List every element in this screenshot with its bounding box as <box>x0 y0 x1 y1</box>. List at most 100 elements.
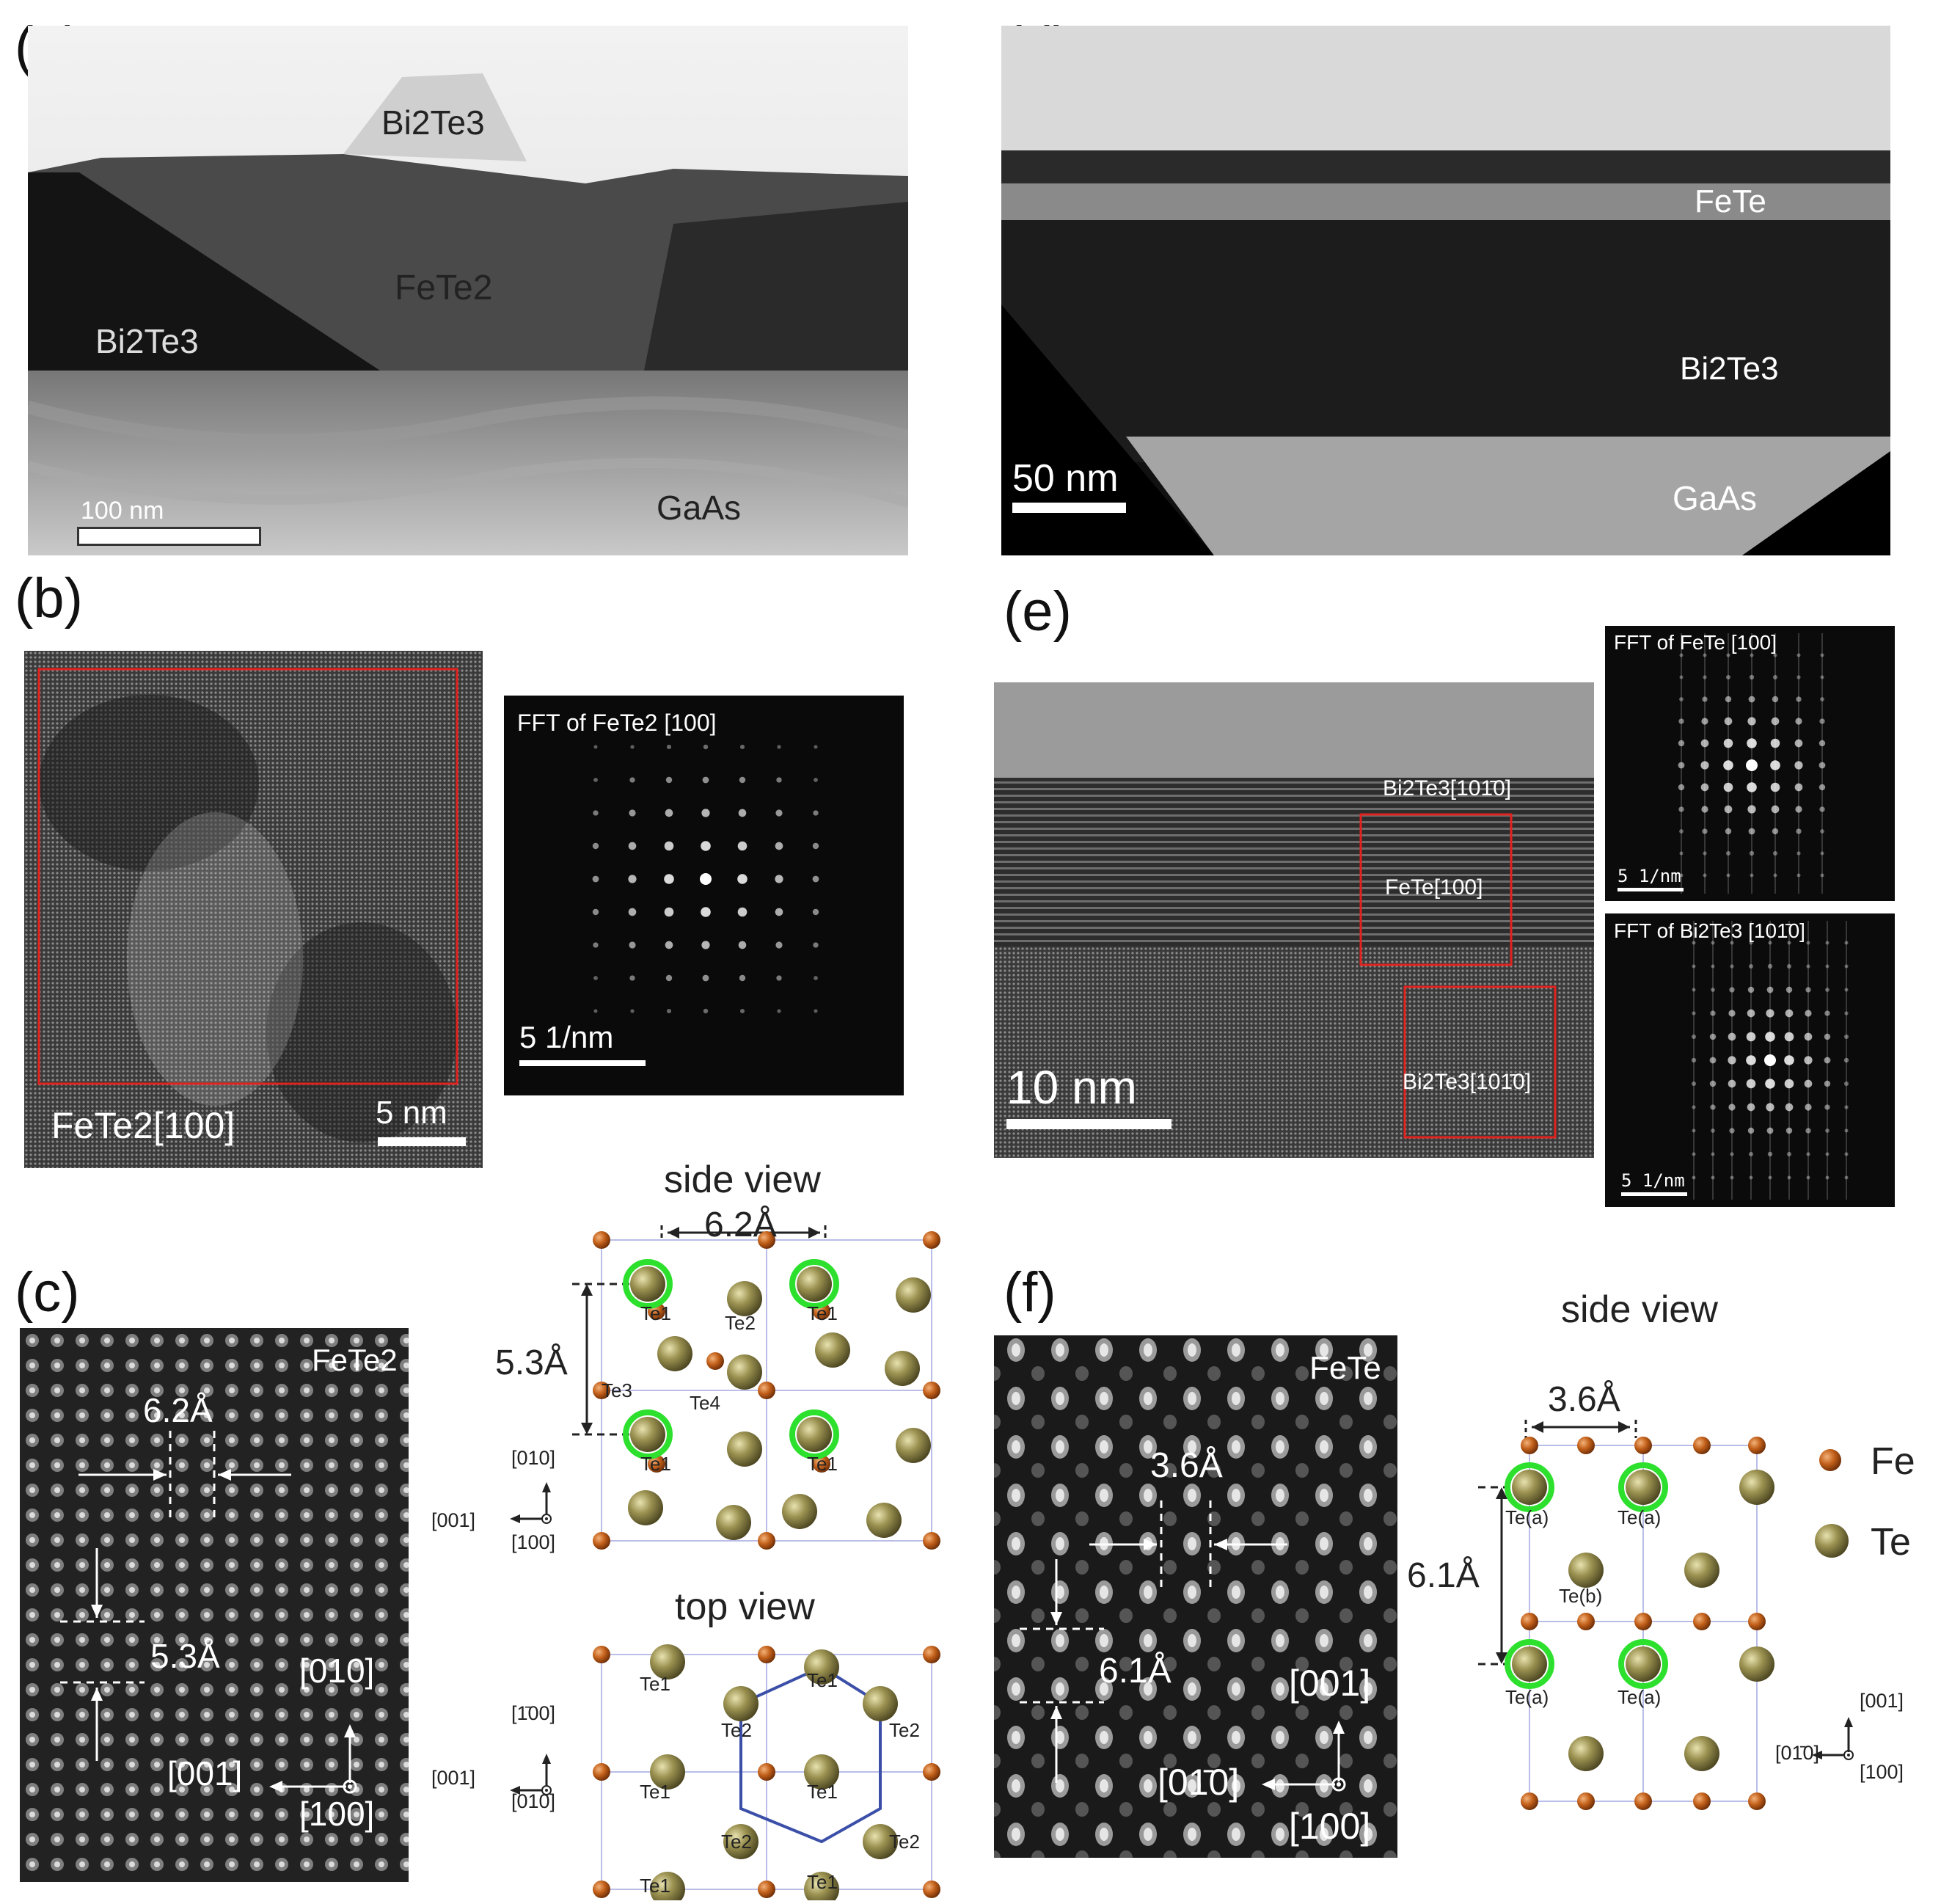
fe-atom <box>923 1532 940 1550</box>
image-title-c: FeTe2 <box>312 1343 398 1377</box>
diffraction-spot <box>739 744 745 750</box>
diffraction-spot <box>739 776 746 784</box>
diffraction-spot <box>1818 740 1826 747</box>
diffraction-spot <box>1843 1081 1849 1087</box>
diffraction-spot <box>1746 759 1758 771</box>
diffraction-spot <box>1711 1152 1715 1156</box>
te-atom <box>723 1686 759 1721</box>
diffraction-spot <box>775 941 783 949</box>
fe-atom <box>758 1231 775 1249</box>
diffraction-spot <box>1679 697 1684 701</box>
diffraction-spot <box>1785 1009 1794 1018</box>
te-atom <box>1568 1736 1604 1771</box>
diffraction-spot <box>1772 828 1779 835</box>
diffraction-spot <box>1768 941 1772 945</box>
diffraction-spot <box>1824 1104 1830 1110</box>
te-atom <box>1512 1470 1547 1505</box>
diffraction-spot <box>1750 873 1754 878</box>
side-dist-c-53: 5.3Å <box>495 1343 568 1382</box>
diffraction-spot <box>737 907 747 917</box>
label-fete2-100: FeTe2[100] <box>51 1105 235 1146</box>
te-atom <box>630 1417 665 1452</box>
side-axis-f-100: [100] <box>1860 1761 1904 1783</box>
te-atom <box>1512 1646 1547 1682</box>
diffraction-spot <box>1819 718 1825 724</box>
diffraction-spot <box>1711 1175 1715 1180</box>
diffraction-spot <box>630 745 635 749</box>
te-atom <box>804 1872 839 1904</box>
side-atom-tea-1: Te(a) <box>1505 1506 1549 1528</box>
label-fete-d: FeTe <box>1695 183 1766 219</box>
diffraction-spot <box>1773 653 1777 657</box>
diffraction-spot <box>1818 784 1826 791</box>
diffraction-spot <box>814 1009 818 1013</box>
diffraction-spot <box>629 809 636 817</box>
diffraction-spot <box>1786 963 1792 969</box>
highlight-ring <box>1505 1639 1554 1689</box>
diffraction-spot <box>1794 739 1803 748</box>
diffraction-spot <box>701 907 711 917</box>
fe-atom <box>1577 1613 1595 1630</box>
diffraction-spot <box>1748 1151 1754 1157</box>
side-atom-te1-a: Te1 <box>640 1302 671 1324</box>
panel-label-c: (c) <box>15 1261 80 1324</box>
te-atom <box>804 1754 839 1790</box>
diffraction-spot <box>738 941 747 949</box>
diffraction-spot <box>739 974 746 982</box>
diffraction-spot <box>1725 850 1731 856</box>
top-axis-c-001: [001] <box>431 1767 476 1789</box>
fft-image-e1 <box>1605 626 1895 901</box>
diffraction-spot <box>1806 941 1810 945</box>
diffraction-spot <box>1747 782 1757 792</box>
legend-fe-marker <box>1818 1448 1843 1473</box>
side-atom-te4: Te4 <box>690 1392 720 1414</box>
highlight-ring <box>789 1409 839 1459</box>
label-bi2te3-top: Bi2Te3 <box>381 103 485 142</box>
diffraction-spot <box>1692 1175 1696 1180</box>
diffraction-spot <box>665 809 673 817</box>
diffraction-spot <box>1711 941 1715 945</box>
diffraction-spot <box>1711 964 1715 969</box>
diffraction-spot <box>1785 986 1793 993</box>
diffraction-spot <box>700 873 712 885</box>
diffraction-spot <box>1692 1152 1696 1156</box>
diffraction-spot <box>1724 805 1733 814</box>
diffraction-spot <box>1678 762 1685 769</box>
diffraction-spot <box>1723 782 1733 792</box>
diffraction-spot <box>1787 1175 1791 1180</box>
fe-atom <box>923 1763 940 1781</box>
diffraction-spot <box>814 976 818 980</box>
diffraction-spot <box>666 1008 672 1014</box>
side-atom-te3: Te3 <box>602 1379 632 1401</box>
te-atom <box>716 1505 751 1540</box>
diffraction-spot <box>1728 1079 1736 1088</box>
fe-atom <box>593 1881 610 1898</box>
diffraction-spot <box>1818 762 1826 769</box>
diffraction-spot <box>1764 1054 1776 1066</box>
diffraction-spot <box>1700 783 1709 792</box>
fe-atom <box>593 1646 610 1663</box>
diffraction-spot <box>1767 1151 1773 1157</box>
diffraction-spot <box>1770 738 1780 748</box>
fe-atom <box>1748 1437 1766 1454</box>
diffraction-spot <box>1749 941 1753 945</box>
diffraction-spot <box>1794 761 1803 770</box>
diffraction-spot <box>1804 1079 1813 1088</box>
fe-atom <box>923 1881 940 1898</box>
diffraction-spot <box>1795 806 1802 813</box>
diffraction-spot <box>1794 783 1803 792</box>
diffraction-spot <box>1728 1032 1736 1041</box>
diffraction-spot <box>630 1009 635 1013</box>
fft-title-e1: FFT of FeTe [100] <box>1614 631 1777 654</box>
diffraction-spot <box>702 776 709 784</box>
diffraction-spot <box>1784 1079 1794 1089</box>
diffraction-spot <box>1749 850 1755 856</box>
top-atom-te2-b: Te2 <box>889 1719 920 1741</box>
diffraction-spot <box>593 810 599 816</box>
legend-te-label: Te <box>1871 1521 1911 1564</box>
fft-title-e2: FFT of Bi2Te3 [101̄0] <box>1614 919 1805 942</box>
diffraction-spot <box>1729 987 1735 993</box>
scale-bar-a <box>77 527 261 546</box>
te-atom <box>1739 1470 1774 1505</box>
diffraction-spot <box>1692 964 1696 969</box>
